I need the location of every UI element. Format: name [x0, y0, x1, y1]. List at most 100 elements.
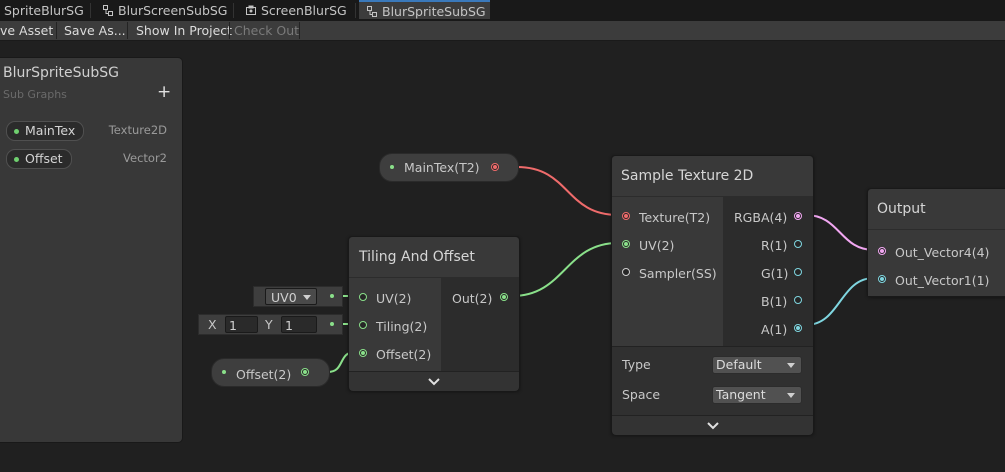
type-dropdown[interactable]: Default [712, 356, 802, 374]
tiling-and-offset-node[interactable]: Tiling And Offset UV(2) Tiling(2) Offset… [348, 236, 520, 391]
g-output-port[interactable] [794, 268, 802, 276]
out-vector4-input-port[interactable] [878, 247, 886, 255]
tab-spriteblursg[interactable]: SpriteBlurSG [4, 0, 84, 21]
space-dropdown[interactable]: Tangent [712, 386, 802, 404]
tab-label: BlurSpriteSubSG [382, 4, 486, 19]
connector-dot-icon [330, 294, 334, 298]
uv-channel-value: UV0 [271, 290, 297, 305]
maintex-output-port[interactable] [491, 163, 499, 171]
tiling-value-input: X 1 Y 1 [198, 314, 343, 335]
expand-button[interactable] [612, 415, 813, 435]
offset-input-port[interactable] [359, 349, 367, 357]
g-output-label: G(1) [761, 266, 789, 281]
uv-input-port[interactable] [359, 293, 367, 301]
chevron-down-icon [787, 393, 795, 398]
tiling-y-field[interactable]: 1 [281, 316, 317, 333]
toolbar-divider [299, 22, 300, 39]
property-name: Offset [25, 151, 63, 166]
tab-divider [355, 3, 356, 18]
r-output-port[interactable] [794, 240, 802, 248]
node-header: Output [868, 189, 1005, 229]
check-out-button: Check Out [234, 23, 300, 38]
tiling-input-label: Tiling(2) [376, 319, 428, 334]
tab-screenblursg[interactable]: ScreenBlurSG [246, 0, 347, 21]
tiling-x-label: X [208, 317, 217, 332]
out-vector1-input-port[interactable] [878, 275, 886, 283]
r-output-label: R(1) [761, 238, 788, 253]
node-header: Tiling And Offset [349, 237, 519, 277]
tab-label: BlurScreenSubSG [118, 3, 228, 18]
tab-blurscreensubsg[interactable]: BlurScreenSubSG [103, 0, 228, 21]
edge-rgba-output [805, 214, 875, 251]
offset-property-node[interactable]: Offset(2) [211, 358, 330, 387]
a-output-label: A(1) [761, 322, 788, 337]
tiling-y-label: Y [265, 317, 273, 332]
save-as-button[interactable]: Save As... [64, 23, 126, 38]
blackboard-subtitle: Sub Graphs [3, 88, 67, 101]
blackboard-panel: BlurSpriteSubSG Sub Graphs + MainTex Tex… [0, 57, 183, 443]
connector-dot-icon [330, 322, 334, 326]
chevron-down-icon [787, 363, 795, 368]
show-in-project-button[interactable]: Show In Project [136, 23, 233, 38]
property-type: Texture2D [108, 123, 167, 137]
vector-dot-icon [14, 157, 19, 162]
tab-label: ScreenBlurSG [261, 3, 347, 18]
toolbar: ve Asset Save As... Show In Project Chec… [0, 21, 1005, 41]
type-value: Default [716, 357, 762, 372]
graph-icon [246, 5, 256, 15]
chevron-down-icon [303, 295, 311, 300]
subgraph-icon [367, 6, 377, 17]
property-offset[interactable]: Offset [6, 149, 72, 169]
toolbar-divider [56, 22, 57, 39]
property-type: Vector2 [123, 151, 167, 165]
uv-input-label: UV(2) [639, 238, 675, 253]
out-vector1-label: Out_Vector1(1) [895, 273, 990, 288]
chevron-down-icon [707, 422, 719, 430]
node-inputs [612, 197, 723, 346]
offset-output-port[interactable] [301, 368, 309, 376]
a-output-port[interactable] [794, 324, 802, 332]
tab-divider [90, 3, 91, 18]
property-name: MainTex [25, 123, 76, 138]
output-node[interactable]: Output Out_Vector4(4) Out_Vector1(1) [867, 188, 1005, 297]
maintex-property-node[interactable]: MainTex(T2) [379, 153, 519, 182]
space-label: Space [622, 387, 661, 402]
toolbar-divider [127, 22, 128, 39]
tab-label: SpriteBlurSG [4, 3, 84, 18]
rgba-output-label: RGBA(4) [734, 210, 788, 225]
rgba-output-port[interactable] [794, 212, 802, 220]
edge-a-output [805, 277, 875, 326]
uv-input-port[interactable] [622, 240, 630, 248]
save-asset-button[interactable]: ve Asset [0, 23, 54, 38]
expand-button[interactable] [349, 371, 519, 391]
tab-blurspritesubsg[interactable]: BlurSpriteSubSG [359, 0, 490, 19]
sampler-input-port[interactable] [622, 268, 630, 276]
out-output-label: Out(2) [452, 291, 493, 306]
b-output-port[interactable] [794, 296, 802, 304]
space-value: Tangent [716, 387, 766, 402]
offset-input-label: Offset(2) [376, 347, 432, 362]
edge-maintex-texture [516, 166, 619, 216]
texture-input-port[interactable] [622, 212, 630, 220]
uv-input-label: UV(2) [376, 291, 412, 306]
node-title: Tiling And Offset [359, 249, 475, 265]
exposed-dot-icon [390, 165, 394, 169]
maintex-node-label: MainTex(T2) [404, 160, 480, 175]
out-output-port[interactable] [500, 293, 508, 301]
tiling-x-field[interactable]: 1 [225, 316, 258, 333]
toolbar-divider [229, 22, 230, 39]
property-maintex[interactable]: MainTex [6, 121, 85, 141]
blackboard-title: BlurSpriteSubSG [3, 65, 120, 81]
uv-channel-dropdown[interactable]: UV0 [265, 288, 317, 305]
tiling-input-port[interactable] [359, 321, 367, 329]
node-inputs [868, 230, 1005, 296]
sampler-input-label: Sampler(SS) [639, 266, 717, 281]
subgraph-icon [103, 5, 113, 16]
texture-input-label: Texture(T2) [639, 210, 711, 225]
b-output-label: B(1) [761, 294, 788, 309]
tab-divider [233, 3, 234, 18]
sample-texture-2d-node[interactable]: Sample Texture 2D Texture(T2) UV(2) Samp… [611, 155, 814, 435]
type-label: Type [622, 357, 651, 372]
add-property-button[interactable]: + [157, 82, 172, 102]
out-vector4-label: Out_Vector4(4) [895, 245, 990, 260]
